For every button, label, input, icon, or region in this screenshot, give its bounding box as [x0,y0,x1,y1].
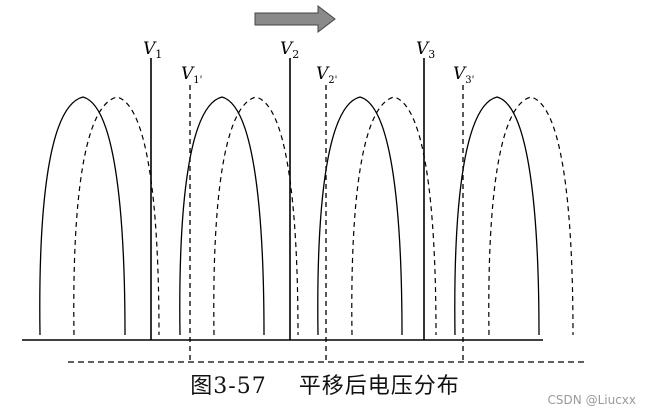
figure-caption: 图3-57 平移后电压分布 [0,368,650,400]
dashed-arch-2 [213,96,299,336]
shift-direction-arrow [254,4,336,34]
caption-number: 图3-57 [190,374,267,399]
label-v2-prime: V2' [316,64,337,86]
dashed-arch-4 [488,96,574,336]
solid-arch-2 [179,96,265,336]
label-v3: V3 [416,39,435,61]
solid-arches [39,96,540,336]
label-v1: V1 [143,39,162,61]
dashed-arch-1 [73,96,160,336]
dashed-arches [73,96,574,336]
label-v2: V2 [280,39,299,61]
solid-arch-4 [454,96,540,336]
dashed-voltage-lines [189,85,464,362]
label-v1-prime: V1' [181,64,202,86]
solid-arch-1 [39,96,126,336]
solid-voltage-lines [150,58,425,340]
label-v3-prime: V3' [453,64,474,86]
solid-arch-3 [317,96,403,336]
caption-text: 平移后电压分布 [298,374,460,399]
watermark: CSDN @Liucxx [547,393,636,407]
